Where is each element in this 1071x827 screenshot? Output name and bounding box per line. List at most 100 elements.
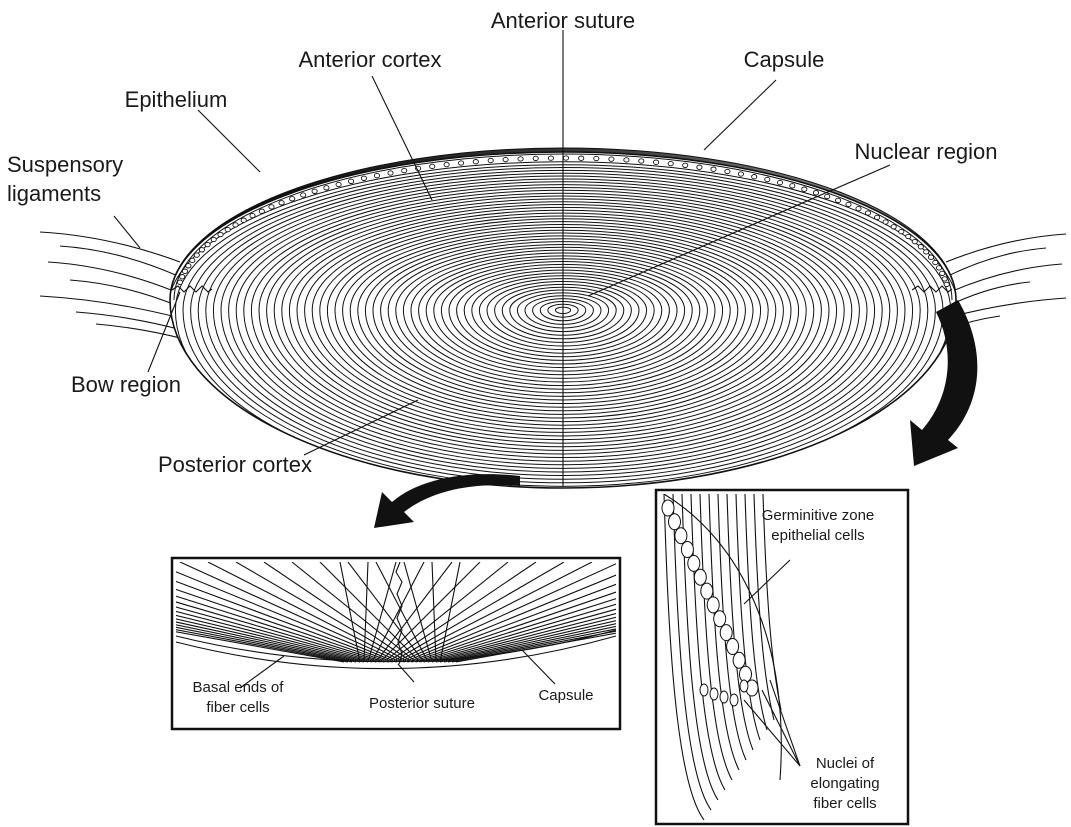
epithelial-cell: [711, 167, 716, 171]
label-germinative-line-2: epithelial cells: [771, 527, 864, 544]
label-basal-ends-line-1: Basal ends of: [193, 679, 285, 696]
epithelial-cell: [269, 205, 274, 209]
epithelial-cell: [662, 500, 674, 516]
label-basal-ends-line-2: fiber cells: [206, 699, 269, 716]
epithelial-cell: [669, 514, 681, 530]
epithelial-cell: [688, 555, 700, 571]
ligament-fiber: [948, 282, 1030, 306]
epithelial-cell: [218, 232, 223, 236]
label-posterior-suture: Posterior suture: [369, 695, 475, 712]
fiber-nucleus: [740, 680, 748, 692]
epithelial-cell: [241, 218, 246, 222]
epithelial-cell: [777, 180, 782, 184]
epithelial-cell: [563, 156, 568, 160]
epithelial-cell: [752, 175, 757, 179]
epithelial-cell: [388, 171, 393, 175]
ligament-fiber: [60, 246, 178, 276]
epithelial-cell: [875, 215, 880, 219]
epithelial-cell: [324, 186, 329, 190]
ligament-fiber: [948, 248, 1046, 276]
epithelial-cell: [707, 597, 719, 613]
epithelial-cell: [668, 161, 673, 165]
epithelial-cell: [518, 157, 523, 161]
epithelial-cell: [503, 157, 508, 161]
label-nuclei-line-2: elongating: [810, 775, 879, 792]
epithelial-cell: [312, 189, 317, 193]
epithelial-cell: [402, 168, 407, 172]
epithelial-cell: [928, 255, 933, 259]
fiber-nucleus: [710, 688, 718, 700]
epithelial-cell: [813, 191, 818, 195]
epithelial-cell: [279, 201, 284, 205]
label-bow-region: Bow region: [71, 372, 181, 397]
epithelial-cell: [733, 652, 745, 668]
epithelial-cell: [918, 245, 923, 249]
ligament-fiber: [40, 232, 180, 262]
epithelial-cell: [891, 225, 896, 229]
label-suspensory-line-2: ligaments: [7, 181, 101, 206]
epithelial-cell: [473, 160, 478, 164]
epithelial-cell: [548, 156, 553, 160]
epithelial-cell: [790, 184, 795, 188]
epithelial-cell: [301, 193, 306, 197]
arrow-to-posterior-inset-icon: [374, 474, 520, 528]
epithelial-cell: [488, 158, 493, 162]
epithelial-cell: [883, 220, 888, 224]
label-nuclei-line-1: Nuclei of: [816, 755, 875, 772]
epithelial-cell: [725, 169, 730, 173]
epithelial-cell: [825, 194, 830, 198]
epithelial-cell: [444, 162, 449, 166]
epithelial-cell: [802, 187, 807, 191]
ligament-fiber: [70, 280, 178, 306]
fiber-nucleus: [730, 694, 738, 706]
epithelial-cell: [233, 223, 238, 227]
label-anterior-suture: Anterior suture: [491, 8, 635, 33]
label-inset-capsule: Capsule: [538, 687, 593, 704]
epithelial-cell: [459, 161, 464, 165]
epithelial-cell: [906, 234, 911, 238]
fiber-nucleus: [720, 691, 728, 703]
epithelial-cell: [225, 227, 230, 231]
epithelial-cell: [205, 242, 210, 246]
epithelial-cell: [727, 639, 739, 655]
ligament-fiber: [946, 234, 1066, 262]
epithelial-cell: [639, 159, 644, 163]
epithelial-cell: [924, 250, 929, 254]
epithelial-cell: [675, 528, 687, 544]
epithelial-cell: [180, 275, 185, 279]
ligament-fiber: [48, 262, 176, 292]
epithelial-cell: [846, 202, 851, 206]
epithelial-cell: [683, 163, 688, 167]
epithelial-cell: [182, 269, 187, 273]
epithelial-cell: [624, 158, 629, 162]
epithelial-cell: [533, 156, 538, 160]
epithelial-cell: [609, 157, 614, 161]
epithelial-cell: [856, 206, 861, 210]
epithelial-cell: [765, 177, 770, 181]
epithelial-cell: [250, 213, 255, 217]
epithelial-cell: [720, 625, 732, 641]
fiber-nucleus: [700, 684, 708, 696]
epithelial-cell: [199, 248, 204, 252]
epithelial-cell: [290, 197, 295, 201]
label-nuclei-line-3: fiber cells: [813, 795, 876, 812]
epithelial-cell: [714, 611, 726, 627]
label-anterior-cortex: Anterior cortex: [298, 47, 441, 72]
epithelial-cell: [944, 282, 949, 286]
epithelial-cell: [933, 260, 938, 264]
epithelial-cell: [738, 172, 743, 176]
epithelial-cell: [836, 198, 841, 202]
label-epithelium: Epithelium: [125, 87, 228, 112]
pointer-capsule: [704, 80, 776, 150]
epithelial-cell: [579, 156, 584, 160]
label-nuclear-region: Nuclear region: [854, 139, 997, 164]
epithelial-cell: [177, 280, 182, 284]
label-capsule: Capsule: [744, 47, 825, 72]
bow-region-inset: Germinitive zone epithelial cells Nuclei…: [656, 490, 908, 824]
epithelial-cell: [681, 542, 693, 558]
epithelial-cell: [701, 583, 713, 599]
epithelial-cell: [912, 239, 917, 243]
epithelial-cell: [194, 253, 199, 257]
epithelial-cell: [430, 164, 435, 168]
